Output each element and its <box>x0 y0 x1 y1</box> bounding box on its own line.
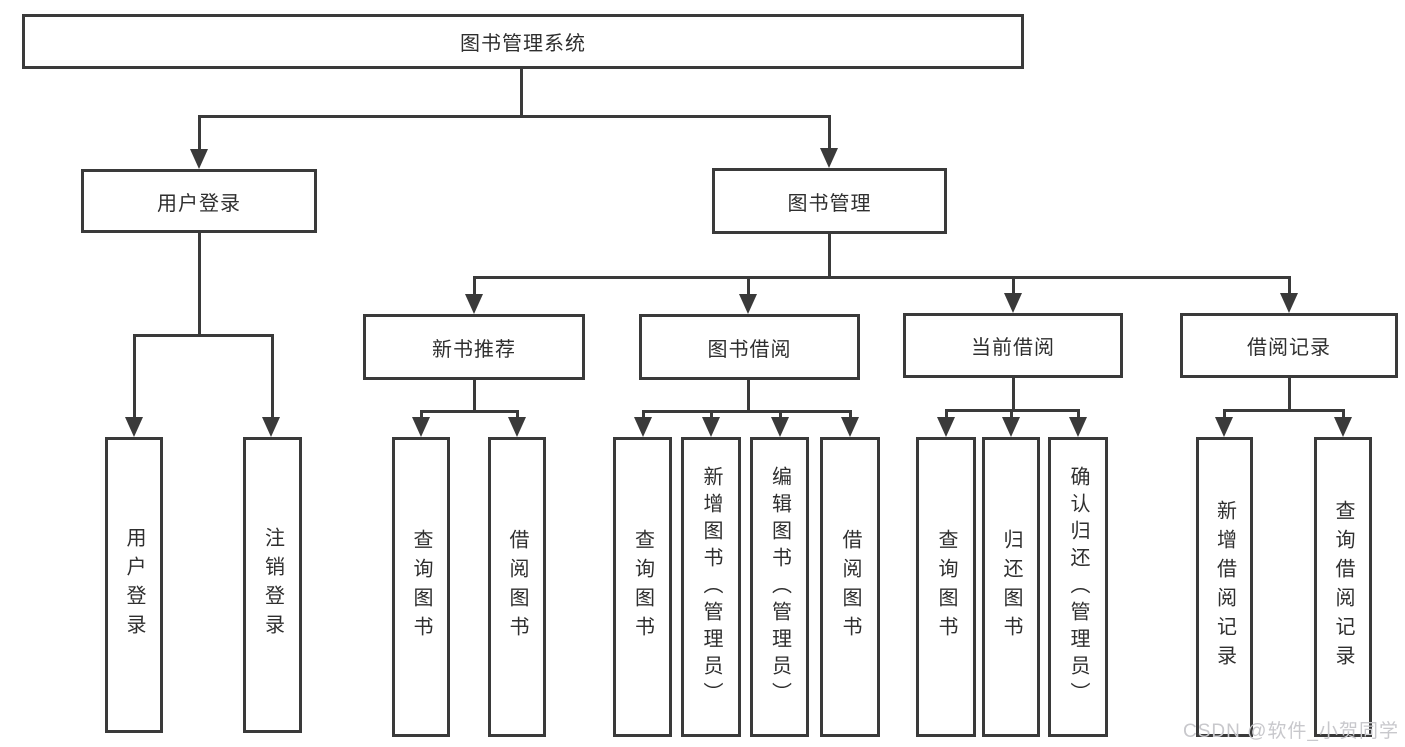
connector-line <box>747 380 750 412</box>
leaf-records-add-record-label: 新增借阅记录 <box>1213 500 1236 674</box>
leaf-borrow-edit-book-admin: 编辑图书（管理员） <box>750 437 809 737</box>
connector-line <box>133 334 274 337</box>
connector-line <box>520 69 523 117</box>
connector-line <box>779 410 782 419</box>
connector-line <box>828 115 831 150</box>
connector-line <box>1010 409 1013 419</box>
node-new-book-recommend-label: 新书推荐 <box>432 338 516 361</box>
leaf-current-confirm-return-admin: 确认归还（管理员） <box>1048 437 1108 737</box>
node-book-borrow-label: 图书借阅 <box>707 338 792 361</box>
arrowhead-icon <box>841 417 859 437</box>
connector-line <box>642 410 645 419</box>
connector-line <box>747 276 750 296</box>
arrowhead-icon <box>190 149 208 169</box>
node-user-login: 用户登录 <box>81 169 317 233</box>
arrowhead-icon <box>702 417 720 437</box>
arrowhead-icon <box>508 417 526 437</box>
node-root: 图书管理系统 <box>22 14 1024 69</box>
arrowhead-icon <box>125 417 143 437</box>
connector-line <box>133 334 136 419</box>
leaf-current-return-book: 归还图书 <box>982 437 1040 737</box>
connector-line <box>198 115 201 151</box>
node-borrow-records: 借阅记录 <box>1180 313 1398 378</box>
leaf-logout: 注销登录 <box>243 437 302 733</box>
leaf-borrow-borrow-book-label: 借阅图书 <box>839 529 861 645</box>
arrowhead-icon <box>1069 417 1087 437</box>
arrowhead-icon <box>937 417 955 437</box>
leaf-borrow-borrow-book: 借阅图书 <box>820 437 880 737</box>
node-book-management-label: 图书管理 <box>787 192 872 215</box>
connector-line <box>473 276 476 296</box>
node-user-login-label: 用户登录 <box>157 192 241 215</box>
connector-line <box>420 410 519 413</box>
node-book-management: 图书管理 <box>712 168 947 234</box>
connector-line <box>1342 409 1345 419</box>
connector-line <box>710 410 713 419</box>
connector-line <box>828 234 831 279</box>
leaf-logout-label: 注销登录 <box>261 527 284 643</box>
leaf-user-login-label: 用户登录 <box>123 527 145 643</box>
leaf-recommend-query-book-label: 查询图书 <box>410 529 432 645</box>
connector-line <box>945 409 948 419</box>
arrowhead-icon <box>1002 417 1020 437</box>
leaf-current-query-book-label: 查询图书 <box>935 529 957 645</box>
node-current-borrow-label: 当前借阅 <box>971 337 1055 359</box>
connector-line <box>473 276 1291 279</box>
leaf-borrow-query-book: 查询图书 <box>613 437 672 737</box>
leaf-recommend-borrow-book: 借阅图书 <box>488 437 546 737</box>
connector-line <box>198 115 831 118</box>
leaf-current-return-book-label: 归还图书 <box>1000 529 1022 645</box>
connector-line <box>198 233 201 337</box>
connector-line <box>1012 276 1015 295</box>
leaf-recommend-borrow-book-label: 借阅图书 <box>506 529 528 645</box>
leaf-borrow-add-book-admin: 新增图书（管理员） <box>681 437 741 737</box>
node-root-label: 图书管理系统 <box>460 33 586 55</box>
arrowhead-icon <box>634 417 652 437</box>
connector-line <box>420 410 423 419</box>
arrowhead-icon <box>465 294 483 314</box>
node-current-borrow: 当前借阅 <box>903 313 1123 378</box>
node-borrow-records-label: 借阅记录 <box>1247 337 1331 359</box>
connector-line <box>1077 409 1080 419</box>
arrowhead-icon <box>412 417 430 437</box>
arrowhead-icon <box>1280 293 1298 313</box>
connector-line <box>516 410 519 419</box>
leaf-borrow-edit-book-admin-label: 编辑图书（管理员） <box>768 465 791 709</box>
node-new-book-recommend: 新书推荐 <box>363 314 585 380</box>
csdn-watermark: CSDN @软件_小贺同学 <box>1183 721 1399 742</box>
arrowhead-icon <box>771 417 789 437</box>
connector-line <box>1223 409 1345 412</box>
leaf-records-query-record: 查询借阅记录 <box>1314 437 1372 737</box>
leaf-borrow-add-book-admin-label: 新增图书（管理员） <box>700 465 722 709</box>
leaf-recommend-query-book: 查询图书 <box>392 437 450 737</box>
leaf-borrow-query-book-label: 查询图书 <box>631 529 654 645</box>
leaf-current-query-book: 查询图书 <box>916 437 976 737</box>
arrowhead-icon <box>1004 293 1022 313</box>
arrowhead-icon <box>262 417 280 437</box>
leaf-current-confirm-return-admin-label: 确认归还（管理员） <box>1067 465 1089 709</box>
arrowhead-icon <box>1334 417 1352 437</box>
leaf-records-add-record: 新增借阅记录 <box>1196 437 1253 737</box>
connector-line <box>642 410 852 413</box>
leaf-records-query-record-label: 查询借阅记录 <box>1332 500 1354 674</box>
arrowhead-icon <box>739 294 757 314</box>
connector-line <box>473 380 476 412</box>
connector-line <box>1012 378 1015 411</box>
connector-line <box>1223 409 1226 419</box>
connector-line <box>1288 276 1291 295</box>
connector-line <box>1288 378 1291 411</box>
arrowhead-icon <box>1215 417 1233 437</box>
arrowhead-icon <box>820 148 838 168</box>
connector-line <box>849 410 852 419</box>
connector-line <box>271 334 274 419</box>
leaf-user-login: 用户登录 <box>105 437 163 733</box>
node-book-borrow: 图书借阅 <box>639 314 860 380</box>
